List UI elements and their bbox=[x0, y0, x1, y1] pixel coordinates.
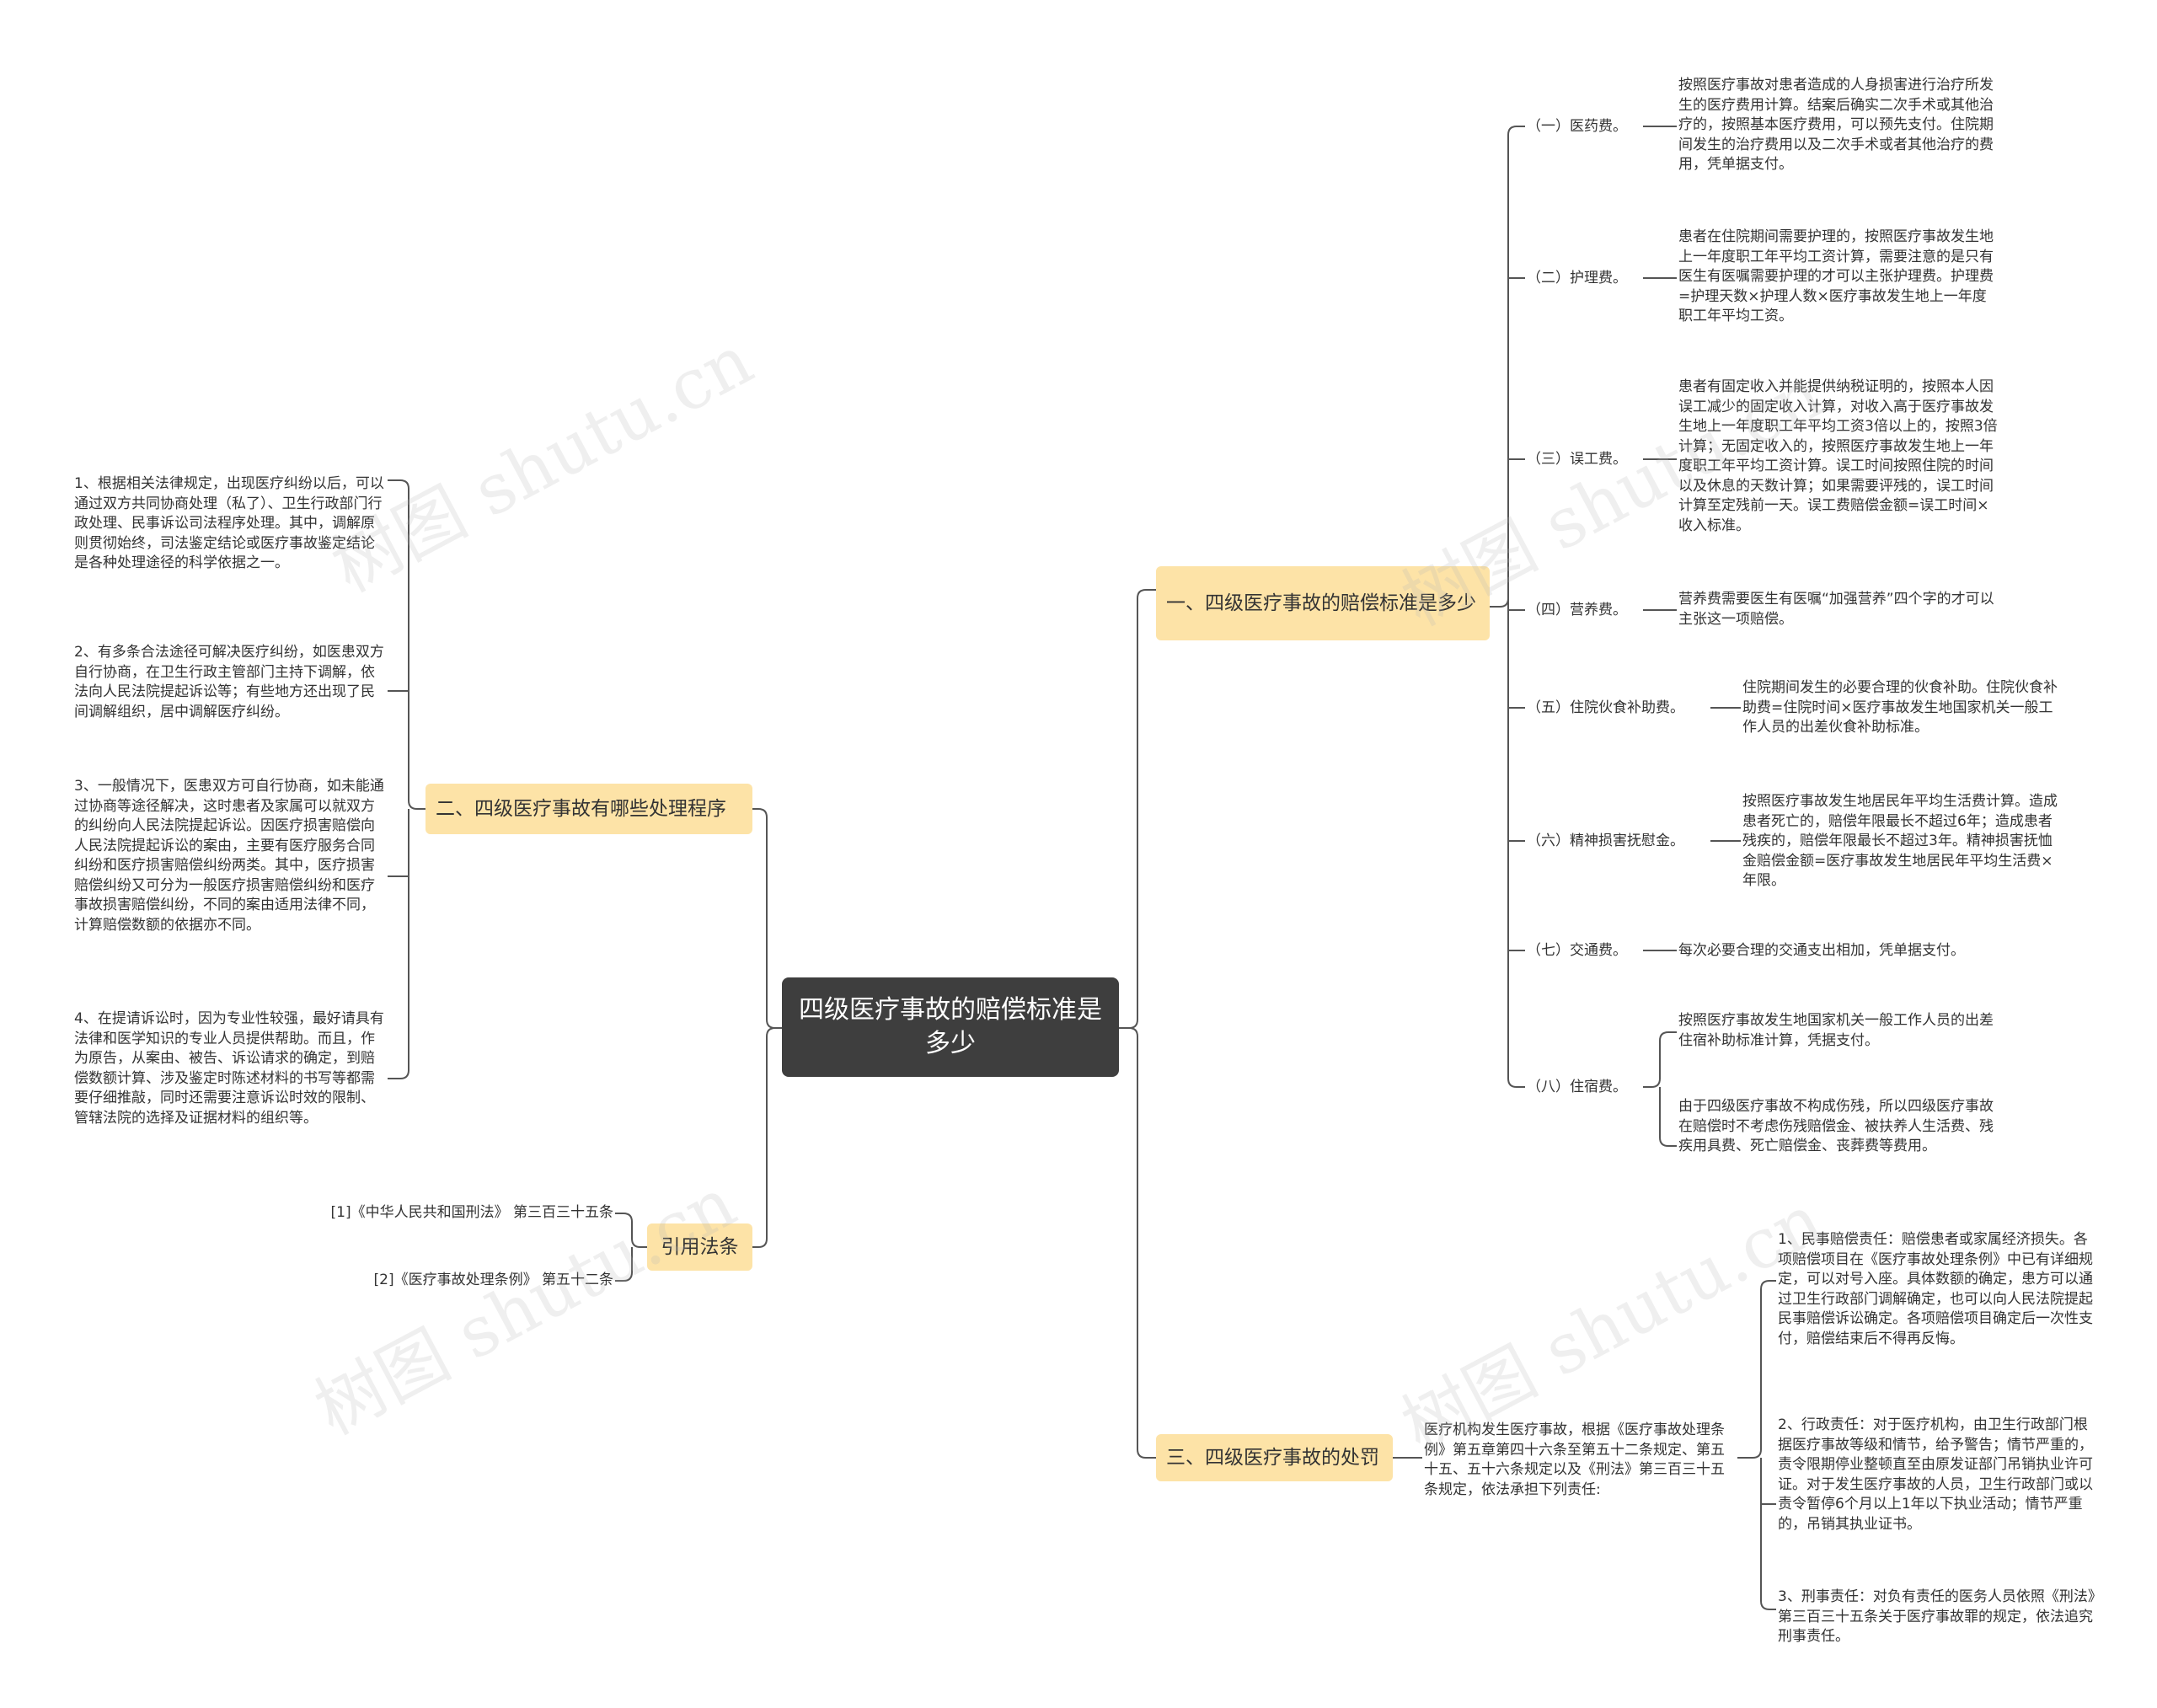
item-text-medical: 按照医疗事故对患者造成的人身损害进行治疗所发生的医疗费用计算。结案后确实二次手术… bbox=[1678, 77, 1994, 173]
item-text-lodging-2: 由于四级医疗事故不构成伤残，所以四级医疗事故在赔偿时不考虑伤残赔偿金、被扶养人生… bbox=[1678, 1098, 1994, 1154]
edge-b1-leaders bbox=[1643, 126, 1741, 1147]
penalty-criminal: 3、刑事责任：对负有责任的医务人员依照《刑法》第三百三十五条关于医疗事故罪的规定… bbox=[1778, 1588, 2095, 1645]
procedure-item-3: 3、一般情况下，医患双方可自行协商，如未能通过协商等途径解决，这时患者及家属可以… bbox=[74, 778, 384, 934]
branch-cited-laws[interactable]: 引用法条 bbox=[647, 1223, 752, 1271]
penalty-administrative: 2、行政责任：对于医疗机构，由卫生行政部门根据医疗事故等级和情节，给予警告；情节… bbox=[1778, 1416, 2093, 1533]
item-label-medical: （一）医药费。 bbox=[1527, 118, 1627, 135]
branch4-title: 引用法条 bbox=[661, 1236, 739, 1258]
edge-root-branch4 bbox=[752, 1027, 800, 1248]
item-text-meal-subsidy: 住院期间发生的必要合理的伙食补助。住院伙食补助费=住院时间×医疗事故发生地国家机… bbox=[1742, 679, 2058, 736]
edge-b2-bracket bbox=[388, 479, 426, 1079]
edge-root-branch2 bbox=[752, 808, 800, 1029]
item-label-nursing: （二）护理费。 bbox=[1527, 270, 1627, 286]
branch-procedures[interactable]: 二、四级医疗事故有哪些处理程序 bbox=[426, 784, 752, 834]
item-text-mental-damage: 按照医疗事故发生地居民年平均生活费计算。造成患者死亡的，赔偿年限最长不超过6年；… bbox=[1742, 793, 2058, 889]
item-label-nutrition: （四）营养费。 bbox=[1527, 602, 1627, 618]
item-text-nutrition: 营养费需要医生有医嘱“加强营养”四个字的才可以主张这一项赔偿。 bbox=[1678, 591, 1994, 628]
law-ref-1: [1]《中华人民共和国刑法》 第三百三十五条 bbox=[330, 1204, 613, 1221]
item-label-mental-damage: （六）精神损害抚慰金。 bbox=[1527, 833, 1684, 849]
branch3-title: 三、四级医疗事故的处罚 bbox=[1166, 1447, 1379, 1469]
root-title: 四级医疗事故的赔偿标准是多少 bbox=[799, 995, 1102, 1058]
branch2-title: 二、四级医疗事故有哪些处理程序 bbox=[436, 798, 726, 820]
item-text-lost-work: 患者有固定收入并能提供纳税证明的，按照本人因误工减少的固定收入计算，对收入高于医… bbox=[1678, 378, 1998, 534]
item-label-lost-work: （三）误工费。 bbox=[1527, 451, 1627, 468]
penalty-civil: 1、民事赔偿责任：赔偿患者或家属经济损失。各项赔偿项目在《医疗事故处理条例》中已… bbox=[1778, 1231, 2093, 1347]
edge-b4-bracket bbox=[615, 1213, 647, 1282]
edge-b3-bracket bbox=[1737, 1280, 1776, 1610]
procedure-item-1: 1、根据相关法律规定，出现医疗纠纷以后，可以通过双方共同协商处理（私了）、卫生行… bbox=[74, 475, 384, 571]
edge-b1-bracket bbox=[1489, 126, 1525, 1088]
procedure-item-4: 4、在提请诉讼时，因为专业性较强，最好请具有法律和医学知识的专业人员提供帮助。而… bbox=[74, 1010, 384, 1127]
item-label-meal-subsidy: （五）住院伙食补助费。 bbox=[1527, 699, 1684, 716]
item-text-transport: 每次必要合理的交通支出相加，凭单据支付。 bbox=[1678, 942, 1965, 959]
edge-root-branch1 bbox=[1112, 589, 1156, 1029]
item-text-nursing: 患者在住院期间需要护理的，按照医疗事故发生地上一年度职工年平均工资计算，需要注意… bbox=[1678, 228, 1994, 324]
edge-root-branch3 bbox=[1112, 1027, 1156, 1459]
root-topic[interactable]: 四级医疗事故的赔偿标准是多少 bbox=[782, 977, 1119, 1077]
item-label-transport: （七）交通费。 bbox=[1527, 942, 1627, 959]
procedure-item-2: 2、有多条合法途径可解决医疗纠纷，如医患双方自行协商，在卫生行政主管部门主持下调… bbox=[74, 644, 384, 720]
law-ref-2: [2]《医疗事故处理条例》 第五十二条 bbox=[373, 1272, 613, 1288]
branch1-title: 一、四级医疗事故的赔偿标准是多少 bbox=[1166, 592, 1476, 614]
penalties-intro: 医疗机构发生医疗事故，根据《医疗事故处理条例》第五章第四十六条至第五十二条规定、… bbox=[1424, 1422, 1725, 1498]
branch-compensation-standard[interactable]: 一、四级医疗事故的赔偿标准是多少 bbox=[1156, 566, 1490, 640]
branch-penalties[interactable]: 三、四级医疗事故的处罚 bbox=[1156, 1434, 1393, 1481]
item-label-lodging: （八）住宿费。 bbox=[1527, 1079, 1627, 1095]
item-text-lodging-1: 按照医疗事故发生地国家机关一般工作人员的出差住宿补助标准计算，凭据支付。 bbox=[1678, 1012, 1994, 1049]
